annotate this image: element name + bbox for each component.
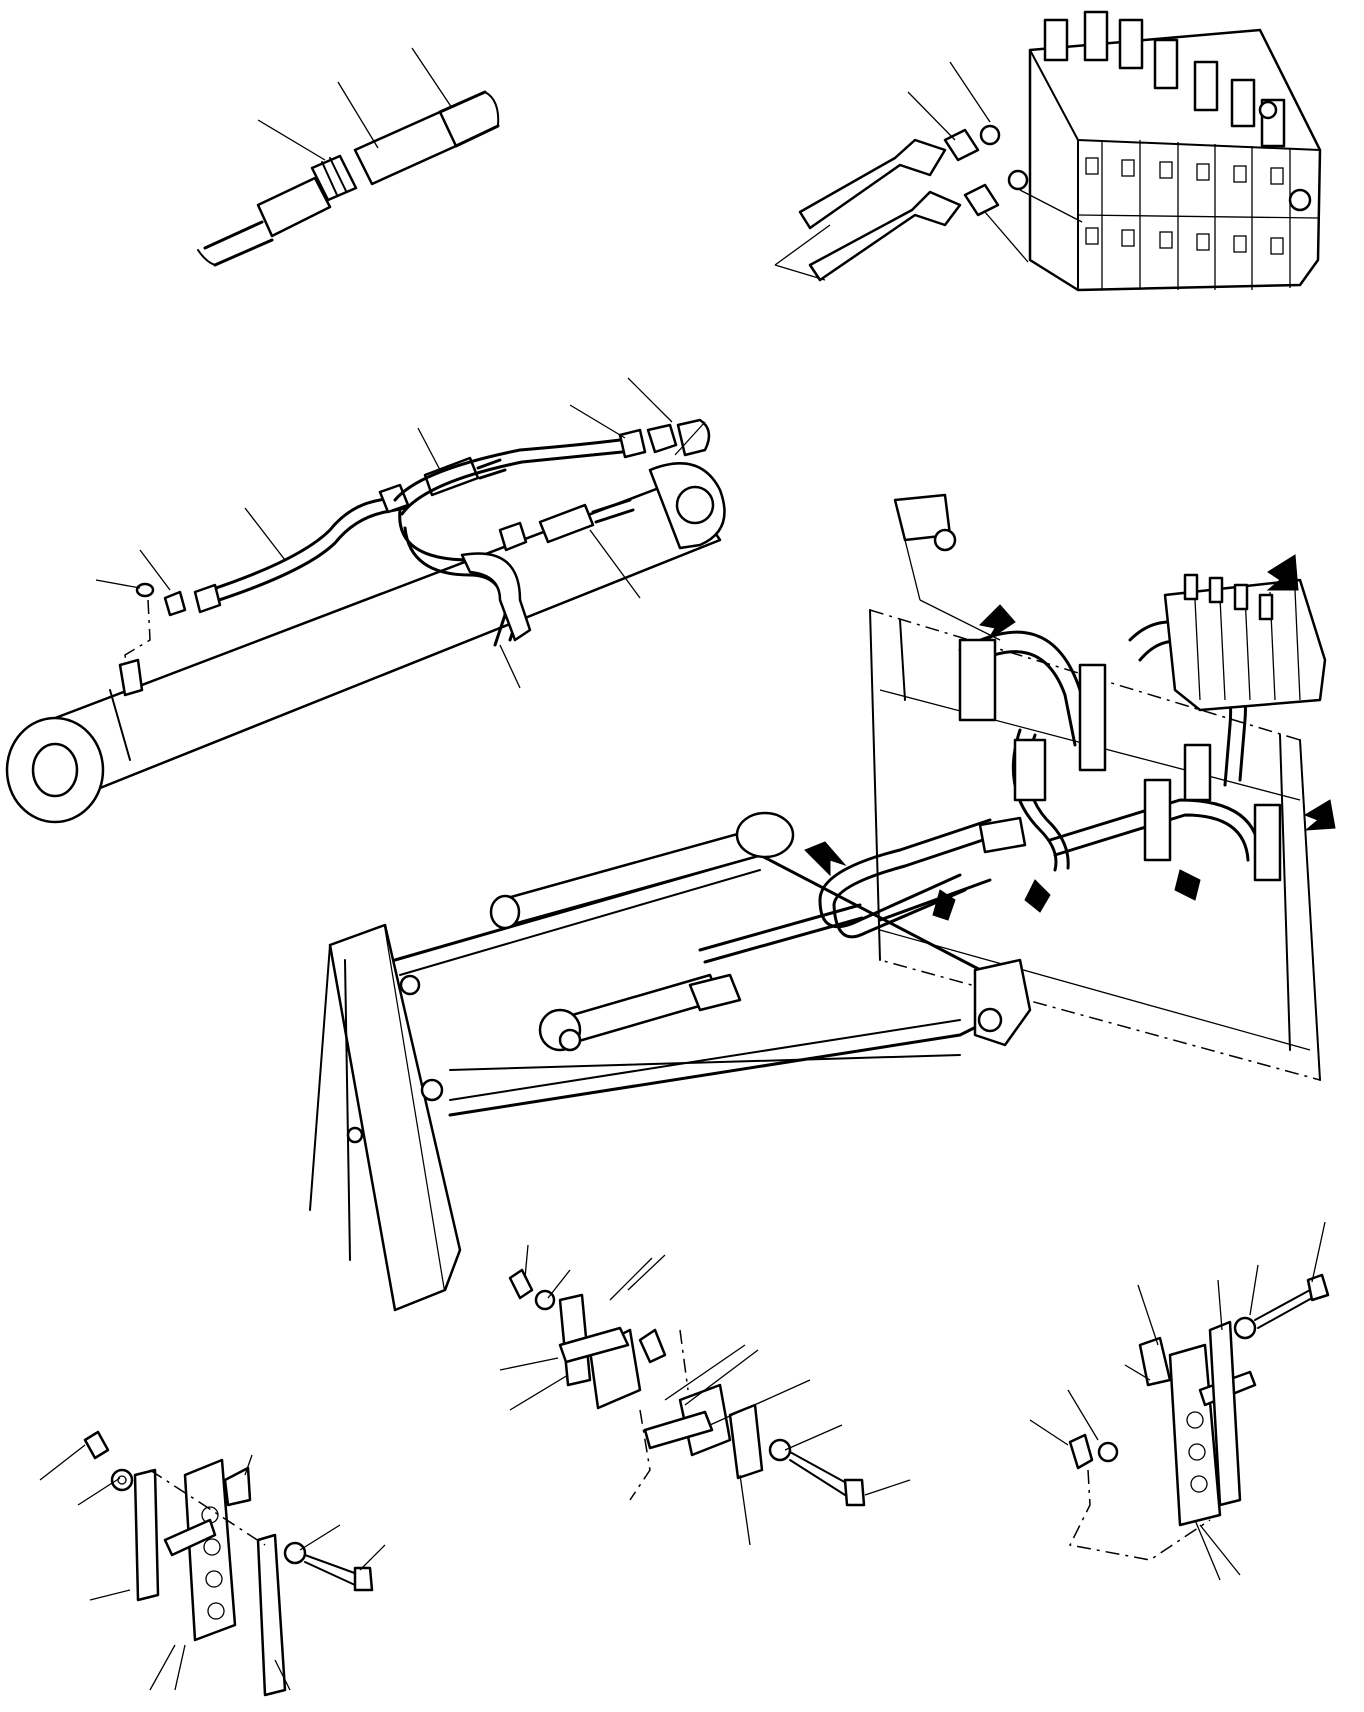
clamp-assembly-bottom-center xyxy=(499,1244,911,1546)
clamp-assembly-bottom-left xyxy=(39,1430,386,1697)
clamp-assembly-bottom-right xyxy=(1029,1221,1330,1581)
boom-and-frame-assembly xyxy=(309,493,1336,1312)
hose-sleeve-detail xyxy=(197,47,500,267)
control-valve-fittings-detail xyxy=(774,10,1322,292)
cylinder-hose-routing-detail xyxy=(5,377,726,824)
arrows xyxy=(804,554,1336,921)
